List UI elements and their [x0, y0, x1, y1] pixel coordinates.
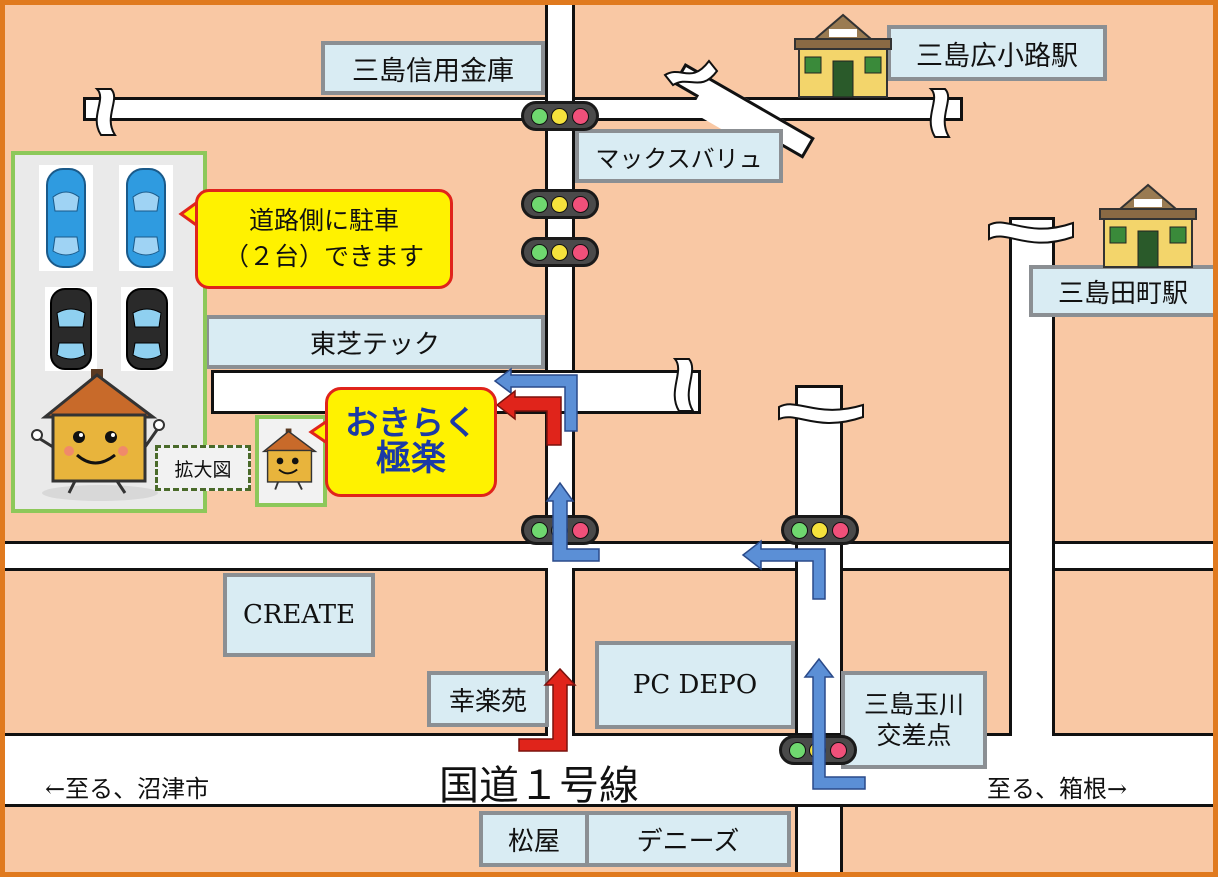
- label-korakuen: 幸楽苑: [427, 671, 549, 727]
- house-mascot-icon: [31, 369, 165, 501]
- road-route1-horizontal: [5, 733, 1213, 807]
- car-icon: [39, 165, 93, 271]
- label-tamagawa-line1: 三島玉川: [863, 689, 964, 719]
- label-create: CREATE: [223, 573, 375, 657]
- road-break-icon: [672, 358, 695, 412]
- traffic-signal-icon: [521, 189, 599, 219]
- label-tamagawa-intersection: 三島玉川 交差点: [841, 671, 987, 769]
- traffic-signal-icon: [521, 237, 599, 267]
- parking-note-line2: （２台）できます: [223, 242, 424, 271]
- enlarge-label: 拡大図: [155, 445, 251, 491]
- car-icon: [45, 287, 97, 371]
- label-pc-depo: PC DEPO: [595, 641, 795, 729]
- shop-name-line2: 極楽: [375, 438, 446, 479]
- label-mishima-hirokoji-station: 三島広小路駅: [887, 25, 1107, 81]
- label-mishima-shinyo-kinko: 三島信用金庫: [321, 41, 545, 95]
- label-dennys: デニーズ: [585, 811, 791, 867]
- route1-title: 国道１号線: [439, 763, 639, 809]
- parking-note-line1: 道路側に駐車: [248, 205, 399, 235]
- label-tamagawa-line2: 交差点: [876, 721, 952, 750]
- traffic-signal-icon: [781, 515, 859, 545]
- traffic-signal-icon: [521, 101, 599, 131]
- station-building-icon: [1099, 183, 1197, 268]
- road-break-icon: [663, 59, 719, 87]
- road-break-icon: [778, 403, 864, 424]
- route1-to-hakone: 至る、箱根→: [987, 775, 1128, 803]
- red-route-arrows: [495, 389, 577, 752]
- shop-name-line1: おきらく: [345, 403, 477, 443]
- road-break-icon: [928, 88, 951, 138]
- road-break-icon: [988, 221, 1074, 244]
- shop-name-okiraku-gokuraku: おきらく 極楽: [325, 387, 497, 497]
- route1-to-numazu: ←至る、沼津市: [45, 775, 210, 803]
- car-icon: [119, 165, 173, 271]
- label-toshiba-tec: 東芝テック: [205, 315, 545, 369]
- road-break-icon: [94, 88, 117, 136]
- blue-guide-arrows: [493, 367, 866, 790]
- car-icon: [121, 287, 173, 371]
- station-building-icon: [794, 13, 892, 98]
- label-max-valu: マックスバリュ: [575, 129, 783, 183]
- parking-note-callout: 道路側に駐車 （２台）できます: [195, 189, 453, 289]
- label-matsuya: 松屋: [479, 811, 589, 867]
- house-mascot-icon: [261, 428, 318, 490]
